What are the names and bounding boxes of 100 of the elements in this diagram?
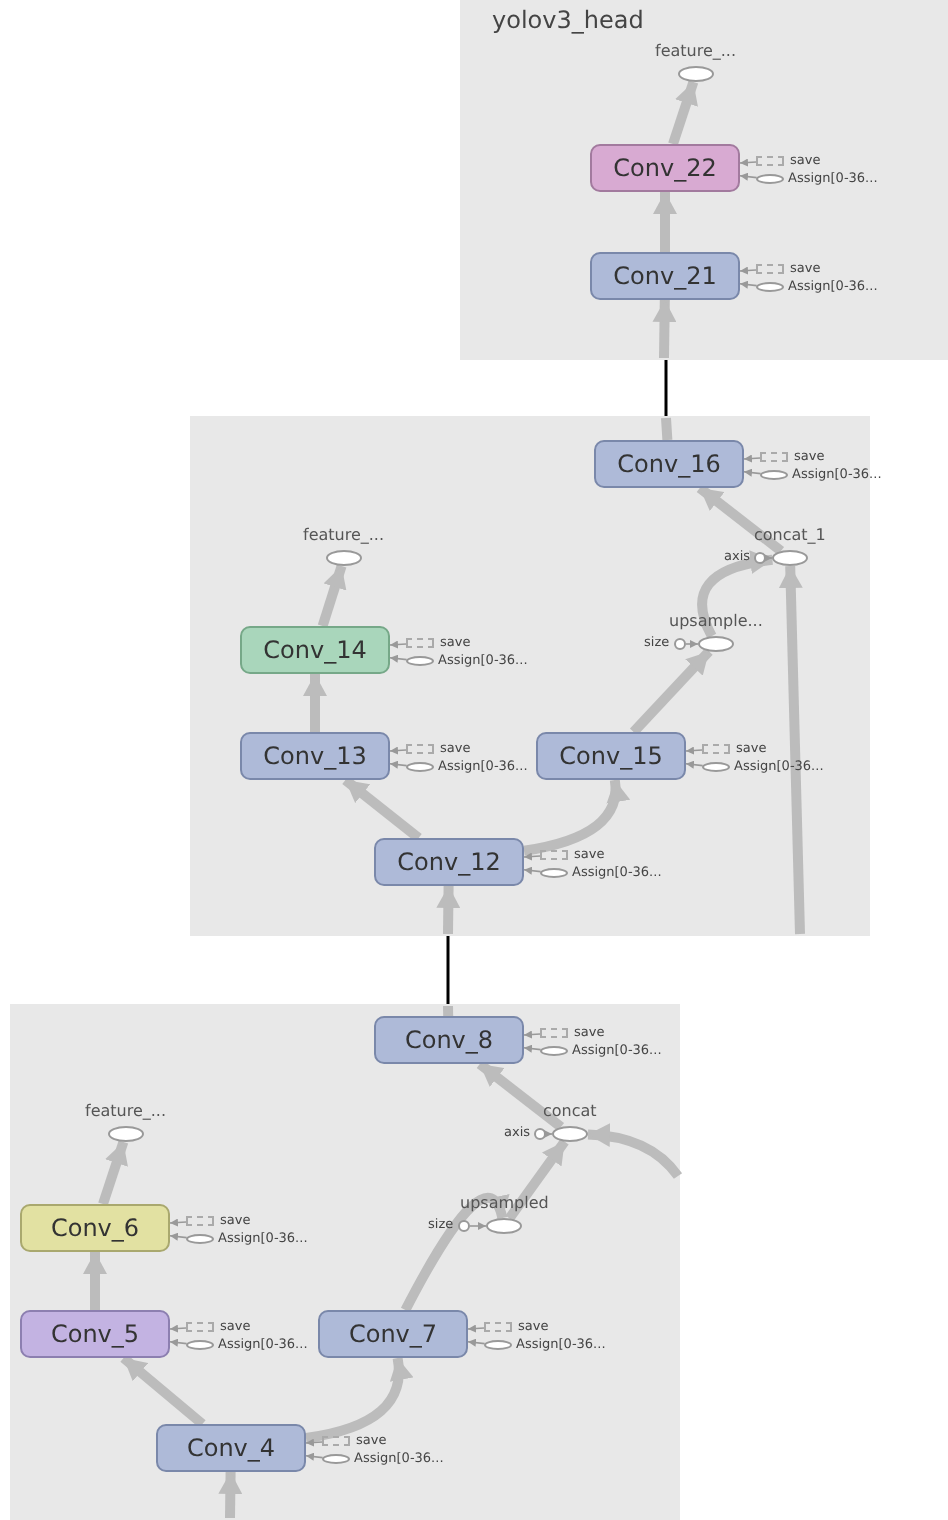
arrow [743,468,762,477]
ellipse-node [760,470,788,480]
arrow [653,192,677,252]
constant-node [674,638,686,650]
arrow [739,266,757,275]
arrow [476,1060,565,1131]
dashed-node [702,744,730,754]
constant-node [754,552,766,564]
arrow [739,280,758,289]
arrow [303,674,327,732]
arrow [342,776,422,842]
arrow [305,1438,323,1447]
arrow [668,80,699,146]
ellipse-node [698,636,734,652]
constant-node [534,1128,546,1140]
ellipse-node [486,1218,522,1234]
op-node: Conv_6 [20,1204,170,1252]
op-node: Conv_15 [536,732,686,780]
arrow [83,1252,107,1310]
node-label: feature_... [303,528,385,544]
arrow [523,779,629,856]
arrow [401,1193,508,1313]
ellipse-node [406,762,434,772]
dashed-node [540,1028,568,1038]
dashed-node [756,264,784,274]
arrow [696,484,785,555]
op-node: Conv_8 [374,1016,524,1064]
ellipse-node [322,1454,350,1464]
dashed-node [760,452,788,462]
node-label: upsample... [669,614,763,630]
arrow [98,1140,129,1206]
arrow [739,158,757,167]
dashed-node [540,850,568,860]
op-node: Conv_5 [20,1310,170,1358]
ellipse-node [540,868,568,878]
arrow [778,565,805,935]
op-node: Conv_21 [590,252,740,300]
arrow [389,746,407,755]
node-label: concat [543,1104,597,1120]
connector-line [664,360,668,416]
arrow [697,550,774,639]
dashed-node [186,1322,214,1332]
node-label: concat_1 [754,528,826,544]
graph-panel [10,1004,680,1520]
arrow [169,1324,187,1333]
ellipse-node [756,174,784,184]
arrow [218,1471,243,1519]
arrow [120,1354,206,1428]
ellipse-node [186,1340,214,1350]
node-label: feature_... [655,44,737,60]
arrow [389,640,407,649]
arrow [685,760,704,769]
arrow [764,554,773,562]
arrow [469,1222,487,1230]
arrow [389,760,408,769]
arrow [652,299,677,359]
arrow [629,648,713,736]
dashed-node [484,1322,512,1332]
constant-node [458,1220,470,1232]
panel-title: yolov3_head [492,8,644,32]
arrow [505,1138,569,1222]
arrow [169,1218,187,1227]
arrow [169,1338,188,1347]
arrow [523,866,542,875]
ellipse-node [552,1126,588,1142]
op-node: Conv_7 [318,1310,468,1358]
ellipse-node [186,1234,214,1244]
arrow [544,1130,553,1138]
arrow [523,852,541,861]
ellipse-node [678,66,714,82]
op-node: Conv_13 [240,732,390,780]
arrow [305,1452,324,1461]
arrow [305,1357,413,1443]
arrow [523,1044,542,1053]
ellipse-node [406,656,434,666]
arrow [467,1324,485,1333]
dashed-node [186,1216,214,1226]
ellipse-node [484,1340,512,1350]
arrow [587,1123,682,1180]
arrow [685,640,699,648]
arrow [743,454,761,463]
op-node: Conv_16 [594,440,744,488]
node-label: upsampled [460,1196,549,1212]
arrow [169,1232,188,1241]
arrow [467,1338,486,1347]
op-node: Conv_4 [156,1424,306,1472]
arrow [317,564,347,628]
dashed-node [756,156,784,166]
ellipse-node [702,762,730,772]
graph-panel [460,0,948,360]
ellipse-node [756,282,784,292]
op-node: Conv_12 [374,838,524,886]
ellipse-node [108,1126,144,1142]
arrow [436,885,461,935]
op-node: Conv_22 [590,144,740,192]
ellipse-node [772,550,808,566]
arrow [389,654,408,663]
dashed-node [406,744,434,754]
connector-line [661,417,673,441]
connector-line [443,1005,454,1017]
